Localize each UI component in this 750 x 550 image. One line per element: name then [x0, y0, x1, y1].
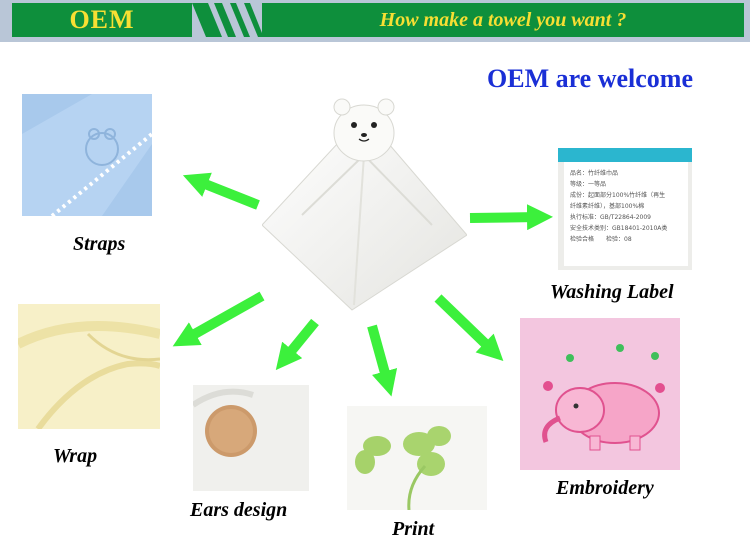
- print-towel-image: [347, 406, 487, 510]
- label-line-5: 执行标准：GB/T22864-2009: [570, 214, 651, 221]
- straps-towel-image: [22, 94, 152, 216]
- straps-label: Straps: [73, 233, 126, 255]
- ears-design-image: [193, 385, 309, 491]
- arrow-to-washing-label: [469, 204, 553, 231]
- print-label: Print: [392, 518, 435, 540]
- hooded-towel-image: [262, 95, 467, 315]
- wrap-label: Wrap: [53, 445, 98, 467]
- header-banner: OEM How make a towel you want ?: [0, 0, 750, 42]
- embroidery-label: Embroidery: [556, 477, 654, 499]
- wrap-towel-image: [18, 304, 160, 429]
- ears-design-label: Ears design: [190, 499, 288, 521]
- embroidery-towel-image: [520, 318, 680, 470]
- oem-title: OEM: [69, 5, 135, 34]
- label-line-3: 成份：起面部分100%竹纤维（再生: [570, 192, 666, 199]
- oem-badge: OEM: [12, 3, 192, 37]
- arrow-to-straps: [182, 172, 260, 210]
- label-line-1: 品名：竹纤维巾品: [570, 170, 619, 177]
- label-line-2: 等级：一等品: [570, 181, 607, 188]
- washing-label-caption: Washing Label: [550, 281, 674, 303]
- washing-label-image: 品名：竹纤维巾品 等级：一等品 成份：起面部分100%竹纤维（再生 纤维素纤维）…: [558, 148, 692, 270]
- arrow-to-embroidery: [434, 294, 504, 362]
- tagline-bar: How make a towel you want ?: [262, 3, 744, 37]
- label-line-4: 纤维素纤维），基部100%棉: [570, 203, 645, 210]
- banner-stripes: [192, 3, 262, 37]
- label-line-7: 检验合格 检验：08: [570, 236, 632, 243]
- arrow-to-print: [367, 324, 398, 397]
- welcome-heading: OEM are welcome: [487, 64, 693, 93]
- arrow-to-ears-design: [275, 318, 319, 371]
- arrow-to-wrap: [172, 291, 265, 347]
- label-line-6: 安全技术类别：GB18401-2010A类: [570, 225, 668, 232]
- tagline-text: How make a towel you want ?: [379, 9, 627, 31]
